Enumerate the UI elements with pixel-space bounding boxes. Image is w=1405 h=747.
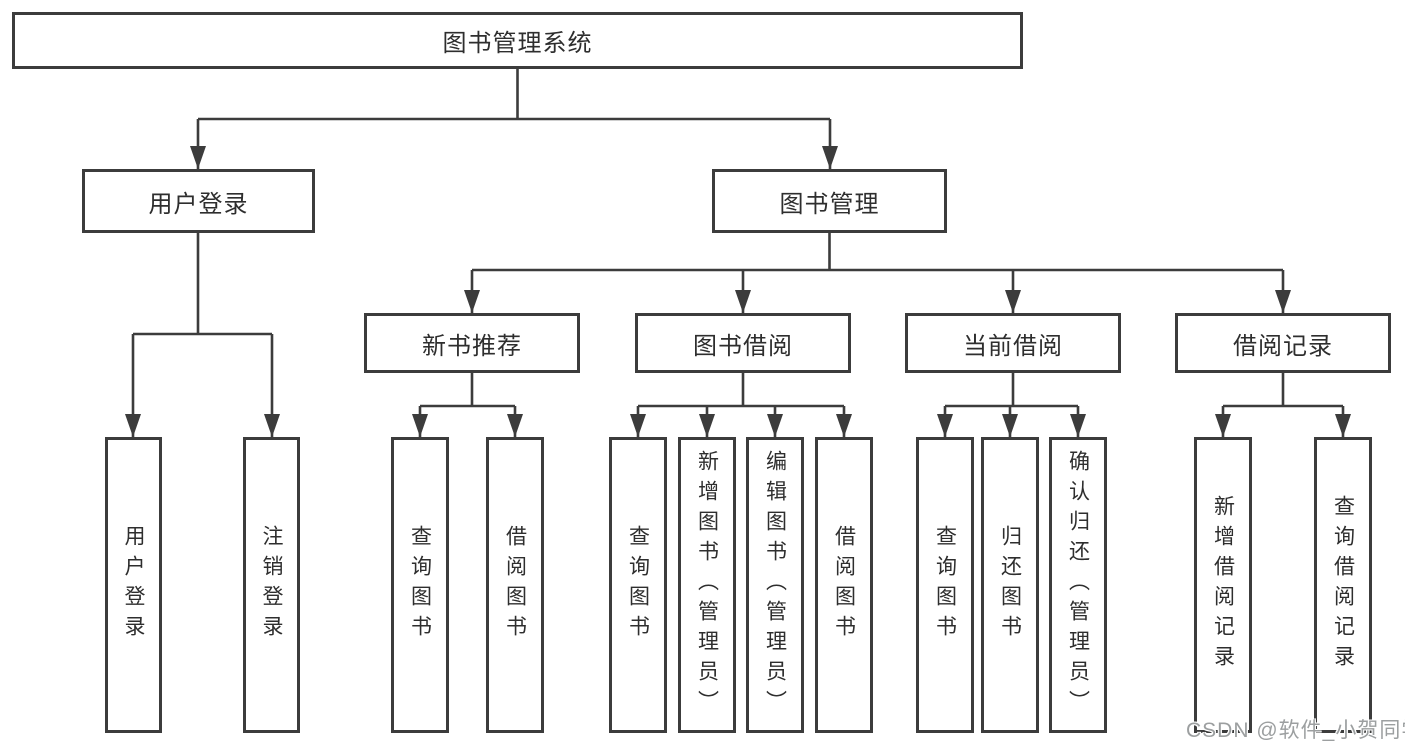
leaf-add-books-admin: 新增图书（管理员） xyxy=(678,437,736,733)
arrowheads xyxy=(125,146,1351,437)
leaf-add-books-admin-label: 新增图书（管理员） xyxy=(695,450,719,720)
leaf-current-query-books-label: 查询图书 xyxy=(933,525,957,645)
leaf-add-borrow-record-label: 新增借阅记录 xyxy=(1211,495,1235,675)
node-library-system: 图书管理系统 xyxy=(12,12,1023,69)
node-borrowing-records: 借阅记录 xyxy=(1175,313,1391,373)
node-book-borrowing-label: 图书借阅 xyxy=(693,332,793,360)
node-user-login-module: 用户登录 xyxy=(82,169,315,233)
node-book-management-label: 图书管理 xyxy=(779,190,880,218)
leaf-recommend-borrow-books-label: 借阅图书 xyxy=(503,525,527,645)
leaf-borrowing-query-books: 查询图书 xyxy=(609,437,667,733)
leaf-query-borrow-record-label: 查询借阅记录 xyxy=(1331,495,1355,675)
leaf-current-query-books: 查询图书 xyxy=(916,437,974,733)
leaf-recommend-borrow-books: 借阅图书 xyxy=(486,437,544,733)
leaf-logout: 注销登录 xyxy=(243,437,300,733)
leaf-recommend-query-books: 查询图书 xyxy=(391,437,449,733)
leaf-edit-books-admin: 编辑图书（管理员） xyxy=(746,437,804,733)
node-library-system-label: 图书管理系统 xyxy=(442,30,593,57)
leaf-query-borrow-record: 查询借阅记录 xyxy=(1314,437,1372,733)
leaf-return-books: 归还图书 xyxy=(981,437,1039,733)
node-new-book-recommend: 新书推荐 xyxy=(364,313,580,373)
leaf-borrowing-borrow-books-label: 借阅图书 xyxy=(832,525,856,645)
leaf-borrowing-query-books-label: 查询图书 xyxy=(626,525,650,645)
leaf-user-login-label: 用户登录 xyxy=(122,525,145,645)
csdn-watermark: CSDN @软件_小贺同学 xyxy=(1186,719,1405,742)
leaf-recommend-query-books-label: 查询图书 xyxy=(408,525,432,645)
leaf-confirm-return-admin-label: 确认归还（管理员） xyxy=(1066,450,1090,720)
node-user-login-module-label: 用户登录 xyxy=(148,190,249,218)
leaf-edit-books-admin-label: 编辑图书（管理员） xyxy=(763,450,787,720)
leaf-borrowing-borrow-books: 借阅图书 xyxy=(815,437,873,733)
leaf-confirm-return-admin: 确认归还（管理员） xyxy=(1049,437,1107,733)
node-book-management: 图书管理 xyxy=(712,169,947,233)
node-borrowing-records-label: 借阅记录 xyxy=(1233,332,1333,360)
leaf-logout-label: 注销登录 xyxy=(260,525,283,645)
node-current-borrowing-label: 当前借阅 xyxy=(963,332,1063,360)
node-new-book-recommend-label: 新书推荐 xyxy=(422,332,522,360)
leaf-add-borrow-record: 新增借阅记录 xyxy=(1194,437,1252,733)
node-book-borrowing: 图书借阅 xyxy=(635,313,851,373)
leaf-user-login: 用户登录 xyxy=(105,437,162,733)
leaf-return-books-label: 归还图书 xyxy=(998,525,1022,645)
node-current-borrowing: 当前借阅 xyxy=(905,313,1121,373)
